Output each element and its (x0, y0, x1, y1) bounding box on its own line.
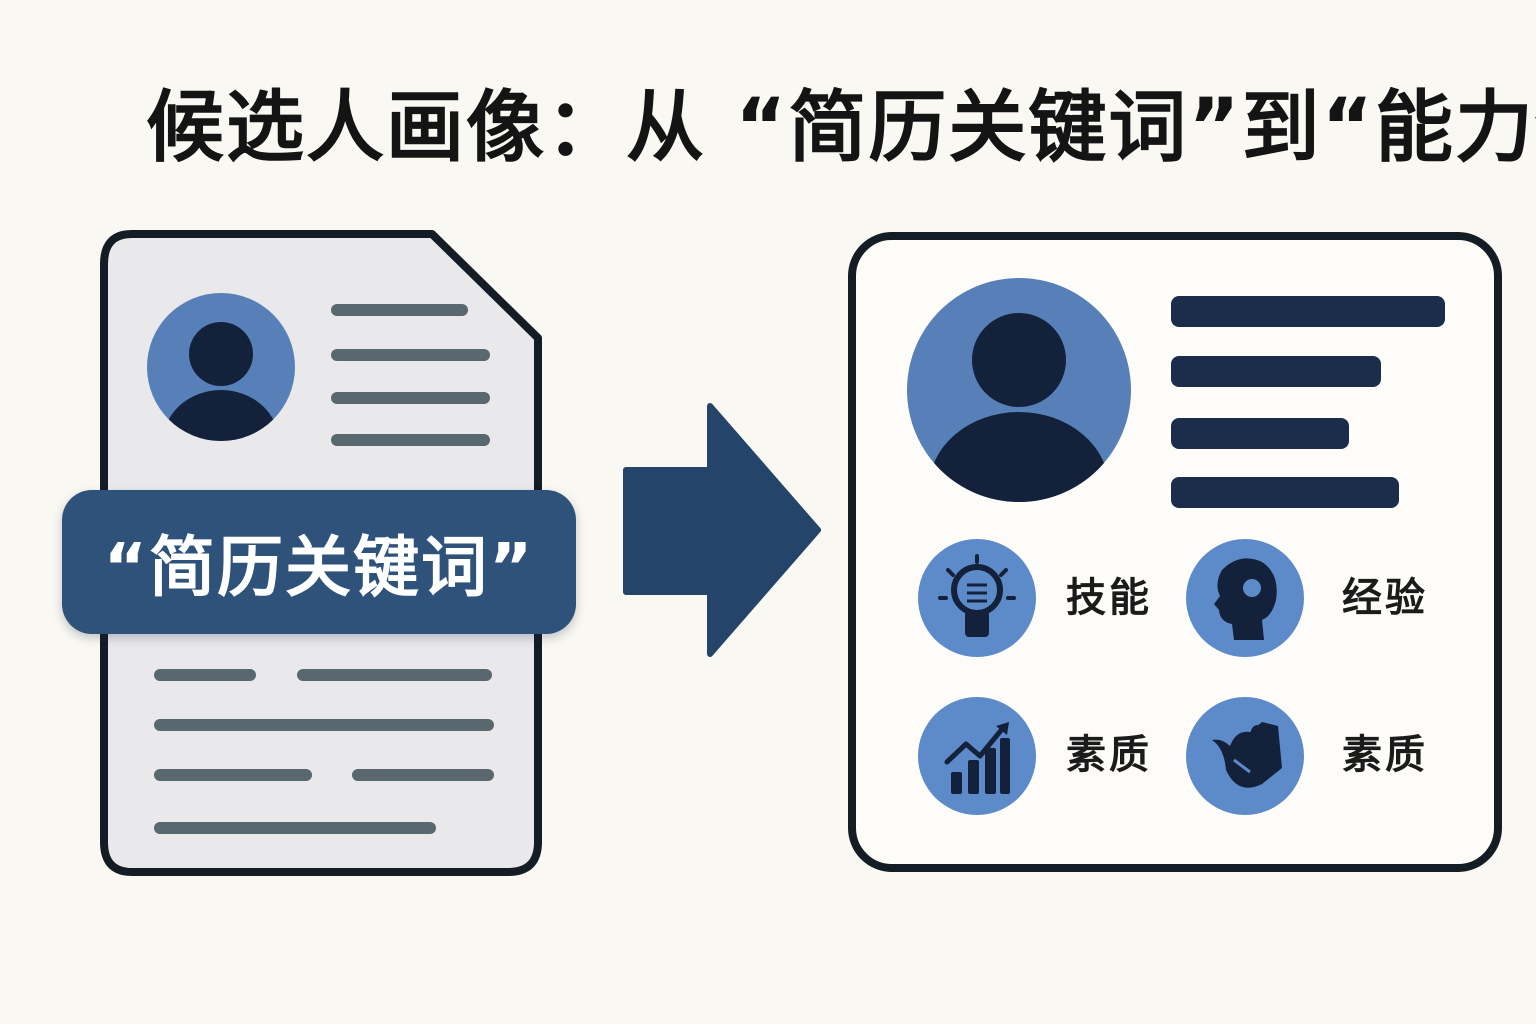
mountain-climb-icon (1186, 697, 1304, 815)
resume-avatar (147, 293, 295, 441)
profile-bar (1171, 477, 1399, 508)
category-label-experience: 经验 (1342, 575, 1428, 621)
category-label-quality: 素质 (1066, 732, 1152, 778)
category-label-skills: 技能 (1066, 575, 1152, 621)
transition-arrow (623, 403, 821, 657)
lightbulb-icon (918, 539, 1036, 657)
profile-avatar-head (972, 313, 1066, 407)
resume-body-lines (154, 669, 494, 834)
keyword-badge: “简历关键词” (62, 490, 576, 634)
profile-bar (1171, 418, 1349, 449)
growth-chart-icon (918, 697, 1036, 815)
profile-avatar (907, 278, 1131, 502)
diagram-title: 候选人画像：从 “简历关键词”到“能力全景图 (146, 83, 1536, 173)
resume-avatar-head (189, 322, 253, 386)
profile-text-bars (1171, 296, 1445, 508)
head-profile-icon (1186, 539, 1304, 657)
resume-avatar-body (163, 390, 279, 441)
profile-card (848, 232, 1502, 872)
keyword-badge-text: “简历关键词” (103, 529, 535, 606)
category-label-quality-2: 素质 (1342, 732, 1428, 778)
profile-bar (1171, 356, 1381, 387)
profile-avatar-body (929, 412, 1109, 502)
resume-header-lines (331, 304, 490, 446)
profile-bar (1171, 296, 1445, 327)
